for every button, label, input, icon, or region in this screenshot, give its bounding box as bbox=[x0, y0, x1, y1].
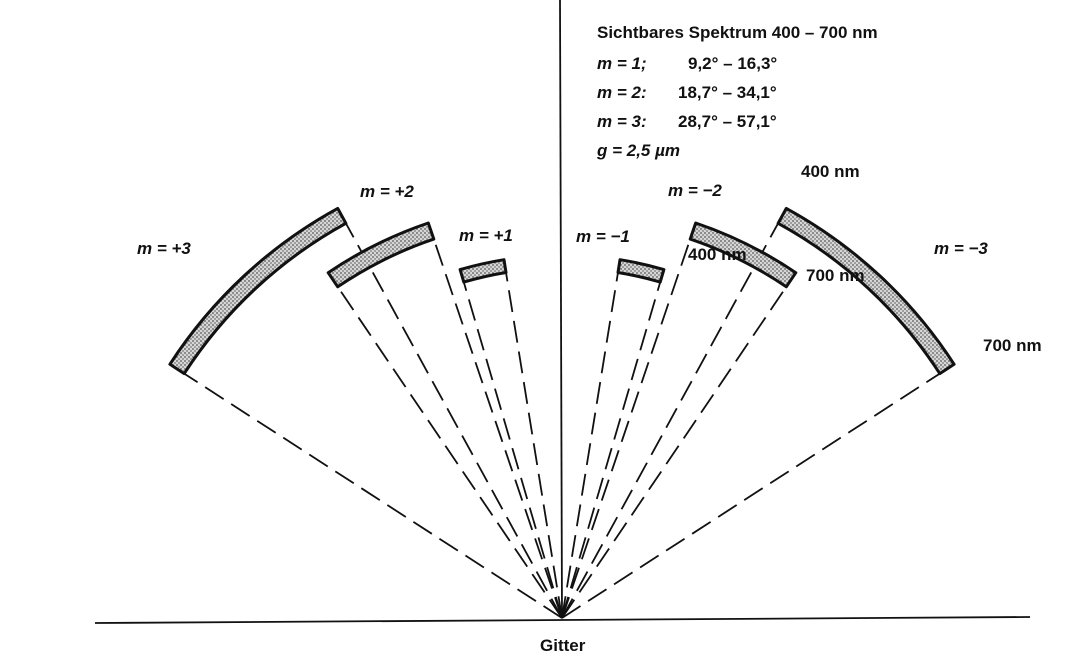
info-order-1-range: 9,2° – 16,3° bbox=[688, 54, 777, 73]
grating-line bbox=[94, 616, 1031, 624]
ray-m-plus-3-400nm bbox=[345, 222, 563, 619]
spectrum-band-group bbox=[168, 206, 956, 376]
label-m-minus-2: m = −2 bbox=[668, 181, 722, 200]
label-400nm-m2: 400 nm bbox=[688, 245, 747, 264]
info-order-3-label: m = 3: bbox=[597, 112, 647, 131]
normal-axis bbox=[559, 0, 563, 619]
ray-m-plus-3-700nm bbox=[183, 372, 563, 619]
ray-m-minus-3-400nm bbox=[561, 222, 779, 619]
label-m-plus-1: m = +1 bbox=[459, 226, 513, 245]
info-order-1: m = 1; 9,2° – 16,3° bbox=[597, 54, 777, 73]
label-m-plus-2: m = +2 bbox=[360, 182, 414, 201]
spectrum-band-m-minus-3 bbox=[776, 206, 956, 376]
label-m-plus-3: m = +3 bbox=[137, 239, 191, 258]
spectrum-band-m-plus-1 bbox=[458, 258, 508, 284]
ray-m-minus-1-400nm bbox=[561, 272, 619, 619]
label-m-minus-1: m = −1 bbox=[576, 227, 630, 246]
spectrum-band-m-minus-1 bbox=[616, 258, 666, 284]
ray-m-plus-2-700nm bbox=[336, 286, 563, 619]
label-400nm-m3: 400 nm bbox=[801, 162, 860, 181]
spectrum-band-m-plus-2 bbox=[326, 221, 436, 289]
info-order-2: m = 2: 18,7° – 34,1° bbox=[597, 83, 777, 102]
info-order-2-range: 18,7° – 34,1° bbox=[678, 83, 777, 102]
info-order-3-range: 28,7° – 57,1° bbox=[678, 112, 777, 131]
info-order-3: m = 3: 28,7° – 57,1° bbox=[597, 112, 777, 131]
info-order-1-label: m = 1; bbox=[597, 54, 647, 73]
spectrum-band-m-minus-2 bbox=[688, 221, 798, 289]
info-order-2-label: m = 2: bbox=[597, 83, 647, 102]
info-block: Sichtbares Spektrum 400 – 700 nm m = 1; … bbox=[596, 23, 878, 160]
ray-m-plus-2-400nm bbox=[432, 238, 563, 619]
ray-m-minus-3-700nm bbox=[561, 372, 941, 619]
label-700nm-m3: 700 nm bbox=[983, 336, 1042, 355]
ray-group bbox=[183, 222, 941, 619]
info-title: Sichtbares Spektrum 400 – 700 nm bbox=[597, 23, 878, 42]
ray-m-minus-2-400nm bbox=[561, 238, 692, 619]
ray-m-plus-1-400nm bbox=[505, 272, 563, 619]
ray-m-minus-2-700nm bbox=[561, 286, 788, 619]
label-700nm-m2: 700 nm bbox=[806, 266, 865, 285]
label-m-minus-3: m = −3 bbox=[934, 239, 988, 258]
label-grating: Gitter bbox=[540, 636, 586, 655]
info-grating-constant: g = 2,5 µm bbox=[596, 141, 680, 160]
ray-m-plus-1-700nm bbox=[462, 281, 563, 619]
spectrum-band-m-plus-3 bbox=[168, 206, 348, 376]
ray-m-minus-1-700nm bbox=[561, 281, 662, 619]
